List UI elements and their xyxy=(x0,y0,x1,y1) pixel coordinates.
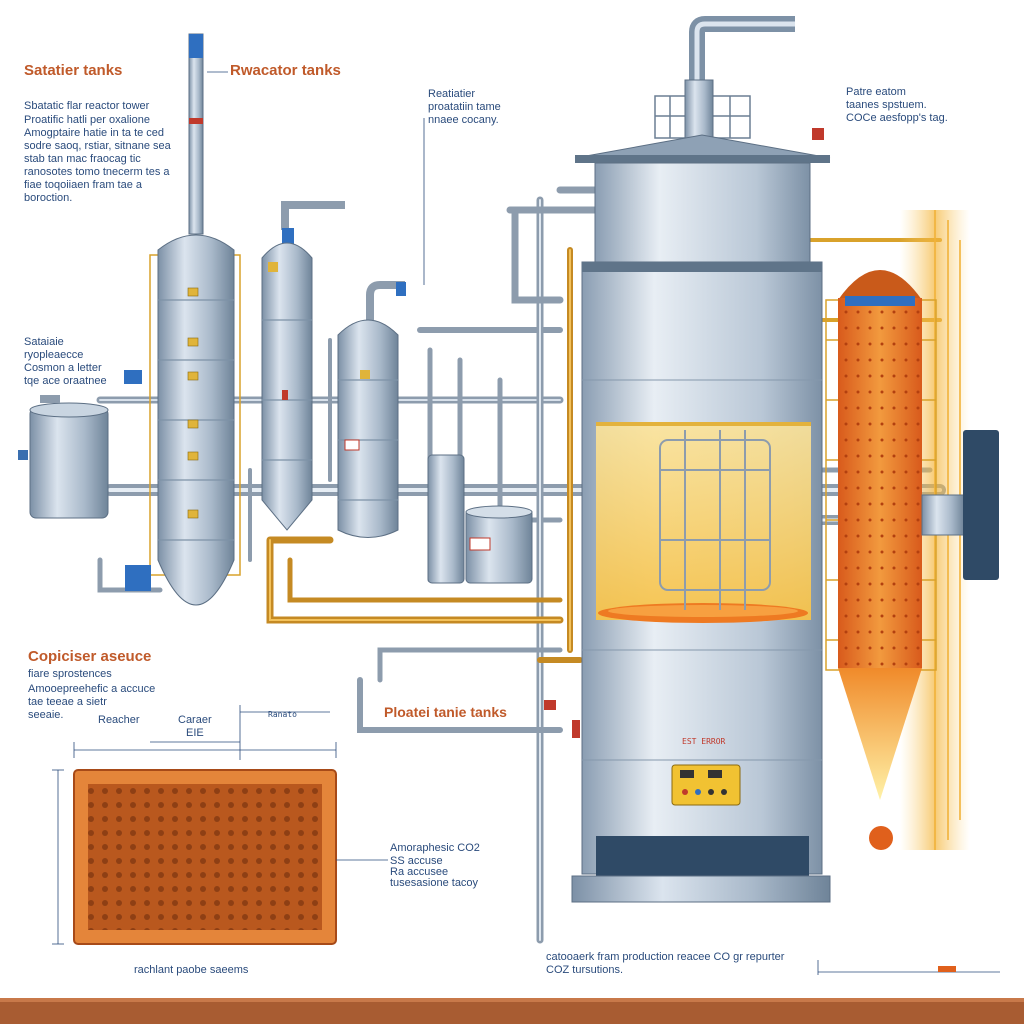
ground-strip xyxy=(0,998,1024,1024)
storage-tank-left xyxy=(18,395,109,519)
condenser-desc-2: Amooepreehefic a accuce xyxy=(28,683,156,695)
reactor-tank-2 xyxy=(261,201,345,531)
side-note-4: tqe ace oraatnee xyxy=(24,375,107,387)
atmospheric-4: tusesasione tacoy xyxy=(390,877,479,889)
satatier-tanks-label: Satatier tanks xyxy=(24,62,123,79)
right-note-3: COCe aesfopp's tag. xyxy=(846,112,948,124)
control-panel-icon[interactable] xyxy=(671,764,741,806)
condenser-desc-3: tae teeae a sietr xyxy=(28,696,107,708)
condenser-plate xyxy=(52,705,388,945)
bottom-center-1: catooaerk fram production reacee CO gr r… xyxy=(546,951,785,963)
tower-desc-7: boroction. xyxy=(24,192,73,204)
tower-desc-3: sodre saoq, rstiar, sitnane sea xyxy=(24,140,171,152)
reactor-dim-label: Reacher xyxy=(98,714,140,726)
side-note-3: Cosmon a letter xyxy=(24,362,102,374)
atmospheric-3: Ra accusee xyxy=(390,866,449,878)
atmospheric-1: Amoraphesic CO2 xyxy=(390,842,480,854)
side-note-1: Sataiaie xyxy=(24,336,64,348)
condenser-desc-1: fiare sprostences xyxy=(28,668,112,680)
condenser-desc-4: seeaie. xyxy=(28,709,64,721)
hot-pipes xyxy=(266,238,942,663)
tower-desc-5: ranosotes tomo tnecerm tes a xyxy=(24,166,170,178)
plastic-tanks-label: Ploatei tanie tanks xyxy=(384,704,507,720)
tower-title: Sbatatic flar reactor tower xyxy=(24,100,150,112)
reactor-note-1: Reatiatier xyxy=(428,88,476,100)
right-note-2: taanes spstuem. xyxy=(846,99,927,111)
bottom-center-2: COZ tursutions. xyxy=(546,964,624,976)
heater-column xyxy=(825,210,999,850)
tower-desc-4: stab tan mac fraocag tic xyxy=(24,153,141,165)
tower-desc-1: Proatific hatli per oxalione xyxy=(24,114,150,126)
center-dim-label: Caraer xyxy=(178,714,212,726)
reactor-tanks-label: Rwacator tanks xyxy=(230,62,341,79)
right-note-1: Patre eatom xyxy=(846,86,906,98)
range-dim-label: Ranato xyxy=(268,710,297,719)
reactor-note-3: nnaee cocany. xyxy=(428,114,499,126)
tower-desc-6: fiae toqoiiaen fram tae a xyxy=(24,179,143,191)
valve-icon[interactable] xyxy=(124,128,824,738)
satatier-tank-tower xyxy=(149,33,241,606)
bottom-left-caption: rachlant paobe saeems xyxy=(134,964,249,976)
center-dim-sub: EIE xyxy=(186,727,204,739)
condenser-title: Copiciser aseuce xyxy=(28,648,152,665)
reactor-note-2: proatatiin tame xyxy=(428,101,501,113)
tower-desc-2: Amogptaire hatie in ta te ced xyxy=(24,127,165,139)
reactor-tank-3 xyxy=(337,281,406,538)
plastic-tanks xyxy=(427,454,533,584)
panel-code: EST ERROR xyxy=(682,737,726,746)
side-note-2: ryopleaecce xyxy=(24,349,84,361)
atmospheric-2: SS accuse xyxy=(390,855,443,867)
